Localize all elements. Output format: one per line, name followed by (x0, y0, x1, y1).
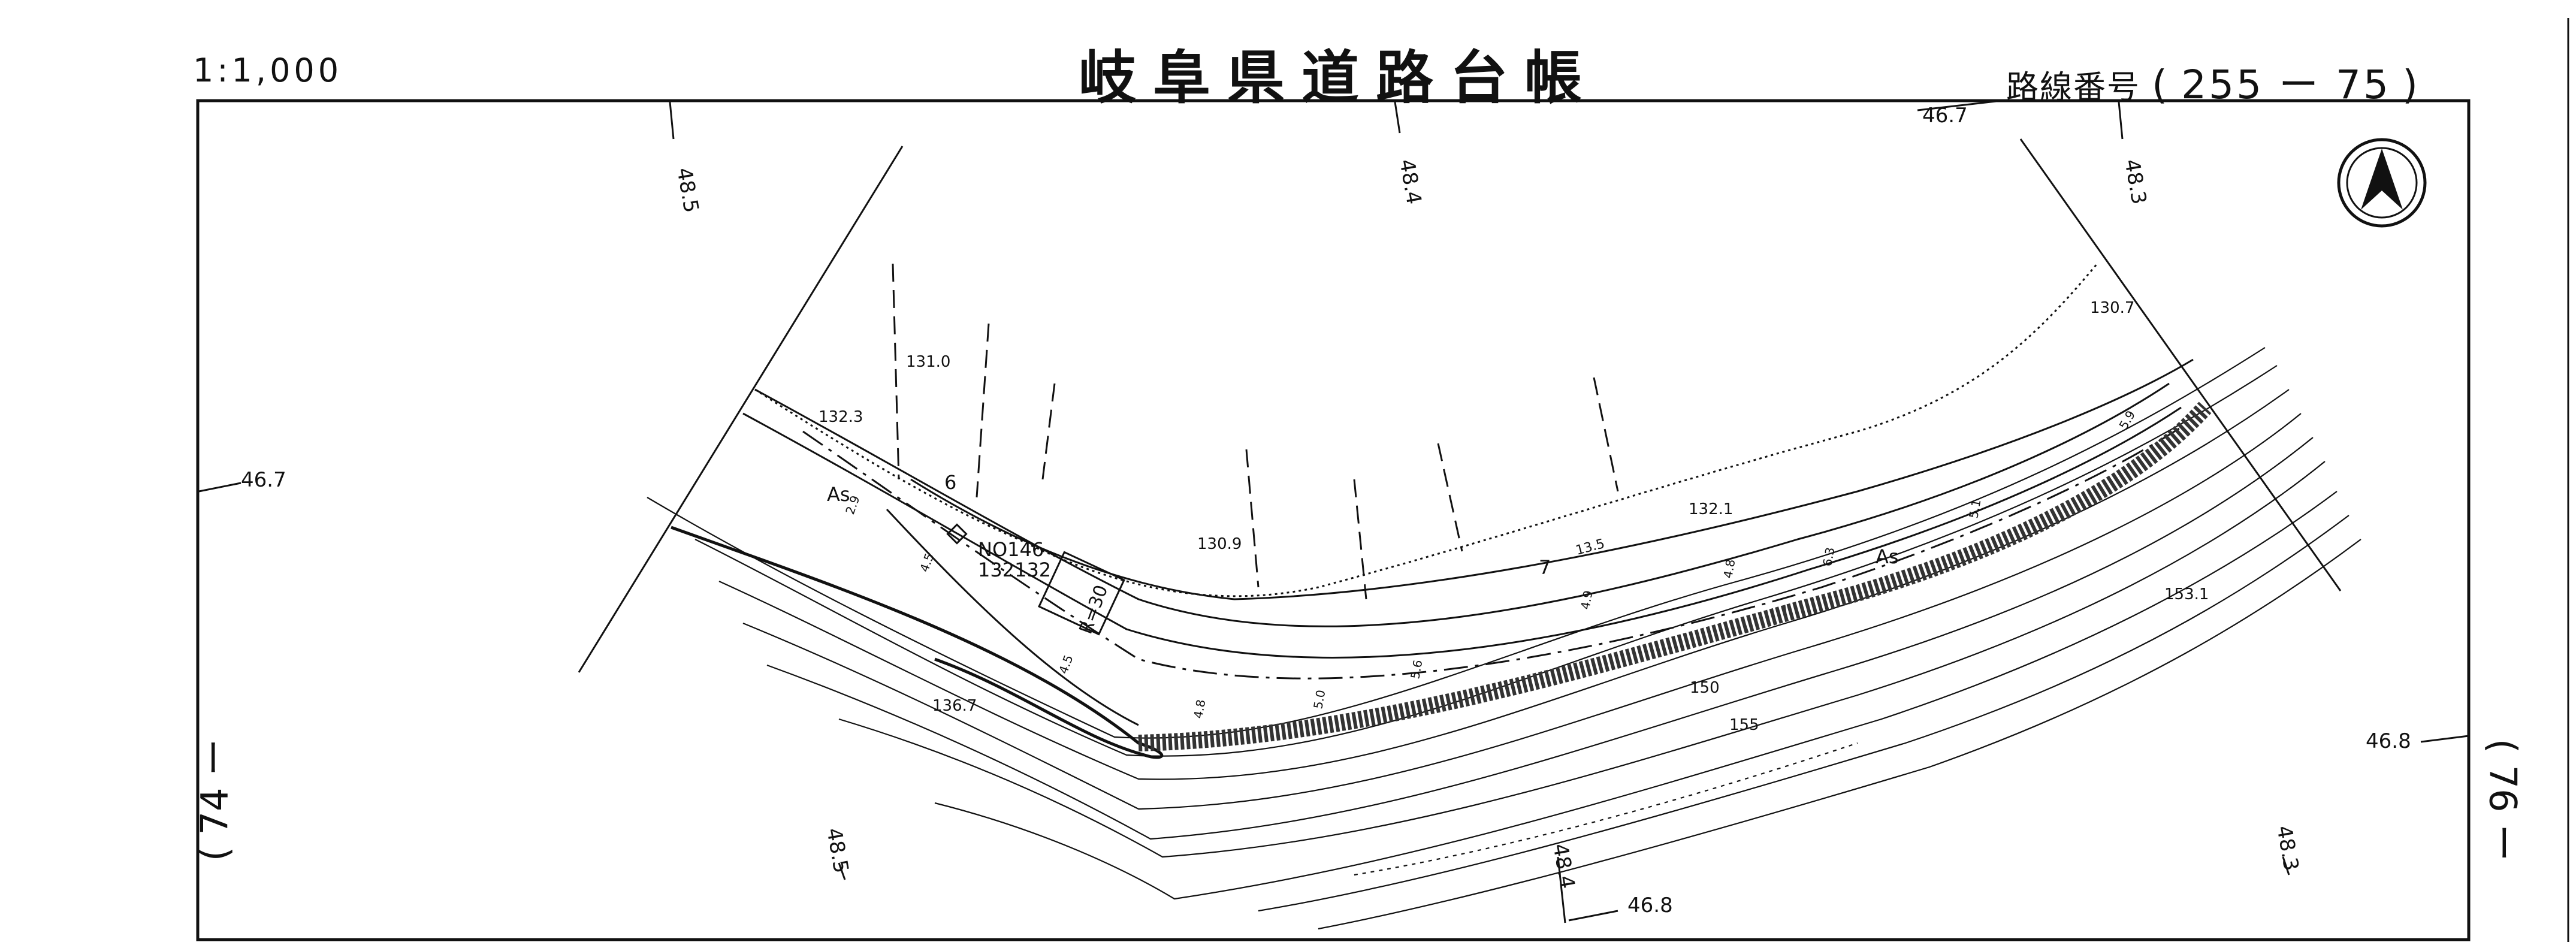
width-label: 5.9 (2116, 408, 2139, 432)
grid-label-bottom-2: 48.4 (1548, 842, 1580, 890)
grid-label-bottom-1: 48.5 (822, 826, 853, 875)
gutter-band (1138, 401, 2212, 751)
building (1038, 551, 1125, 636)
benchmark-value: 132132 (978, 558, 1051, 581)
lot-label: 7 (1539, 556, 1551, 579)
route-number-value: 255 ー 75 (2181, 62, 2391, 108)
fences (892, 263, 1619, 600)
north-arrow-icon (2337, 138, 2427, 228)
route-open-paren: ( (2152, 62, 2170, 108)
width-label: 5.1 (1966, 498, 1983, 519)
elevation: 130.9 (1197, 535, 1242, 553)
road-edges (742, 358, 2194, 726)
width-label: 5.0 (1310, 689, 1328, 709)
curve-radius: R=30 (1076, 582, 1113, 637)
grid-label-top-1: 48.5 (672, 166, 703, 215)
terrain-edge (671, 526, 1164, 759)
page-title: 岐阜県道路台帳 (1079, 44, 1599, 111)
elevation: 132.1 (1689, 500, 1733, 518)
elevation: 132.3 (819, 408, 863, 426)
width-label: 4.8 (1720, 558, 1738, 579)
width-label: 6.3 (1820, 546, 1837, 567)
width-label: 5.6 (1408, 659, 1425, 680)
width-label: 4.5 (917, 551, 937, 574)
grid-label-bottom-4: 46.8 (1627, 893, 1673, 917)
grid-label-left: 46.7 (241, 468, 286, 492)
route-number: 路線番号 ( 255 ー 75 ) (2006, 53, 2420, 110)
map-frame (196, 99, 2471, 941)
lot-label: 6 (944, 471, 956, 494)
elevation: 131.0 (906, 353, 950, 371)
width-label: 13.5 (1574, 536, 1606, 558)
benchmark-number: NO146 (978, 538, 1044, 561)
sheet-boundary (578, 138, 2342, 673)
grid-label-bottom-3: 48.3 (2272, 824, 2303, 872)
property-boundary (754, 263, 2098, 597)
contour-label: 155 (1729, 716, 1759, 734)
adjacent-sheet-left: ( 74 ー (192, 738, 237, 862)
route-label: 路線番号 (2006, 68, 2140, 106)
pavement-label: As (827, 483, 850, 506)
grid-label-top-4: 46.7 (1922, 104, 1968, 128)
route-close-paren: ) (2402, 62, 2420, 108)
elevation: 153.1 (2164, 585, 2209, 603)
map-scale: 1:1,000 (193, 52, 343, 89)
width-label: 4.8 (1191, 698, 1208, 719)
contour-lines (647, 347, 2361, 930)
elevation: 136.7 (932, 697, 977, 715)
contour-label: 150 (1690, 679, 1720, 697)
width-label: 4.5 (1056, 653, 1076, 676)
grid-label-top-2: 48.4 (1394, 158, 1426, 206)
grid-ticks (198, 99, 2469, 923)
benchmark-marker (946, 523, 968, 545)
elevation: 130.7 (2090, 299, 2134, 317)
grid-label-top-3: 48.3 (2119, 158, 2151, 206)
grid-label-right: 46.8 (2366, 729, 2411, 753)
adjacent-sheet-right: ( 76 ー (2481, 738, 2525, 862)
pavement-label: As (1876, 545, 1899, 568)
width-label: 4.9 (1578, 589, 1595, 610)
